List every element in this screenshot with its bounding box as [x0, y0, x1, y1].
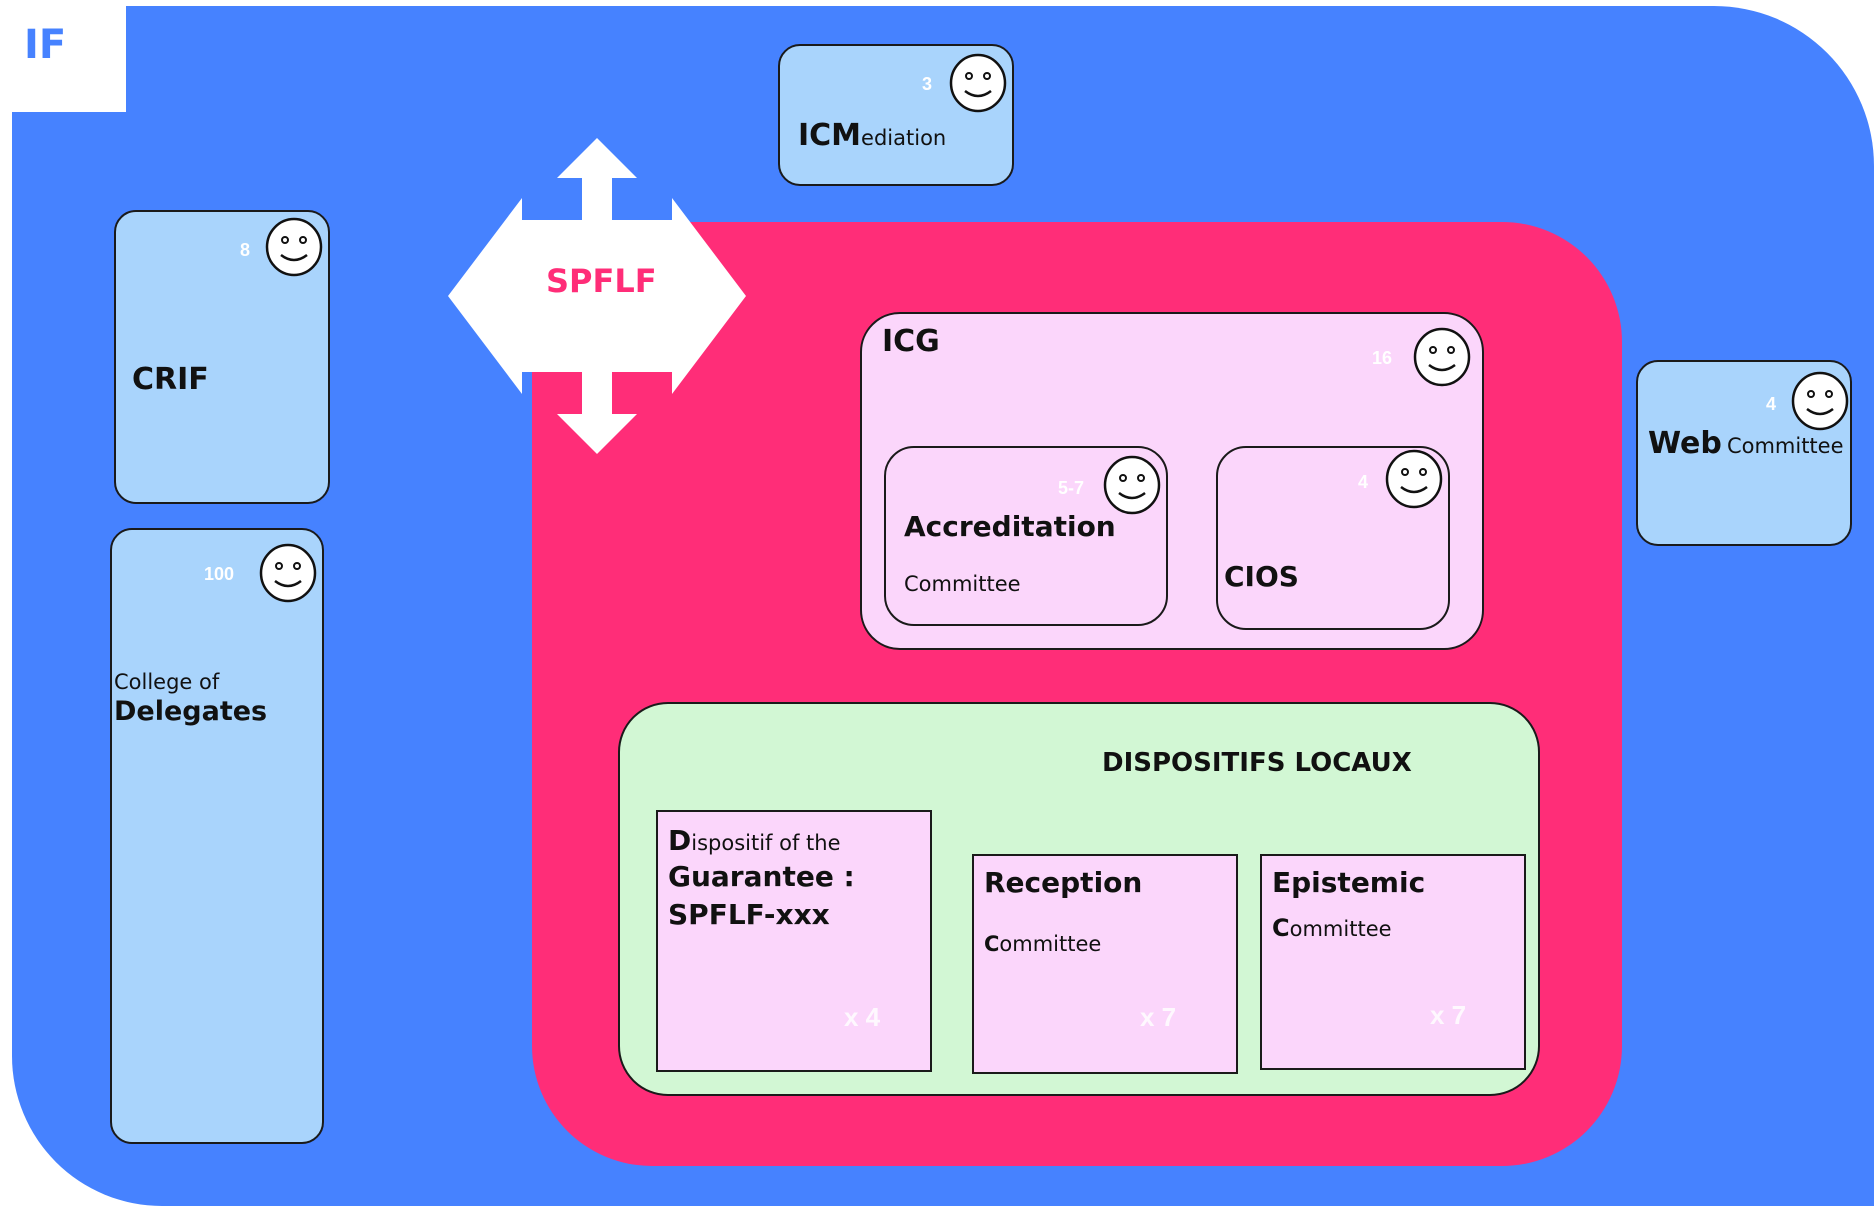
multiplier: x 7	[1140, 1002, 1177, 1032]
accreditation-subtitle: Committee	[904, 572, 1021, 596]
guarantee-line2: Guarantee :	[668, 860, 855, 893]
icg-label: ICG	[882, 324, 940, 359]
epistemic-sub-initial: C	[1272, 914, 1290, 942]
if-label-tab	[0, 0, 126, 112]
smiley-icon	[1791, 371, 1849, 431]
smiley-icon	[259, 543, 317, 603]
epistemic-sub-rest: ommittee	[1289, 917, 1392, 941]
member-count: 8	[240, 240, 251, 260]
web-label-bold: Web	[1648, 426, 1722, 461]
member-count: 5-7	[1058, 478, 1085, 498]
smiley-icon	[949, 53, 1007, 113]
epistemic-subtitle: Committee	[1272, 914, 1392, 942]
multiplier: x 7	[1430, 1000, 1467, 1030]
member-count: 4	[1766, 394, 1777, 414]
four-way-arrow-icon	[448, 138, 746, 454]
member-count: 3	[922, 74, 933, 94]
smiley-icon	[1103, 455, 1161, 515]
crif-box: 8 CRIF	[114, 210, 330, 504]
dispositifs-title: DISPOSITIFS LOCAUX	[1102, 748, 1412, 778]
member-count: 100	[204, 564, 235, 584]
icmediation-label: ICMediation	[798, 118, 946, 153]
smiley-icon	[1413, 327, 1471, 387]
college-of-delegates-box: 100 College of Delegates	[110, 528, 324, 1144]
member-count: 4	[1358, 472, 1369, 492]
reception-committee-box: Reception Committee x 7	[972, 854, 1238, 1074]
if-label: IF	[24, 22, 67, 68]
smiley-icon	[265, 217, 323, 277]
guarantee-box: Dispositif of the Guarantee : SPFLF-xxx …	[656, 810, 932, 1072]
college-label-line1: College of	[114, 670, 220, 694]
icmediation-box: 3 ICMediation	[778, 44, 1014, 186]
smiley-icon	[1385, 449, 1443, 509]
reception-sub-initial: C	[984, 932, 1000, 956]
cios-box: 4 CIOS	[1216, 446, 1450, 630]
web-label-rest: Committee	[1726, 434, 1844, 458]
spflf-label: SPFLF	[546, 262, 657, 300]
reception-subtitle: Committee	[984, 932, 1101, 956]
crif-label: CRIF	[132, 362, 209, 397]
epistemic-title: Epistemic	[1272, 866, 1426, 899]
web-committee-label: Web Committee	[1648, 426, 1844, 461]
member-count: 16	[1372, 348, 1393, 368]
multiplier: x 4	[844, 1002, 881, 1032]
guarantee-line1-rest: ispositif of the	[691, 831, 841, 855]
guarantee-initial: D	[668, 824, 692, 857]
guarantee-line1: Dispositif of the	[668, 824, 841, 857]
icmediation-label-bold: ICM	[798, 118, 862, 153]
reception-sub-rest: ommittee	[999, 932, 1102, 956]
epistemic-committee-box: Epistemic Committee x 7	[1260, 854, 1526, 1070]
college-label-line2: Delegates	[114, 696, 268, 727]
web-committee-box: 4 Web Committee	[1636, 360, 1852, 546]
accreditation-title: Accreditation	[904, 510, 1116, 543]
reception-title: Reception	[984, 866, 1143, 899]
guarantee-line3: SPFLF-xxx	[668, 898, 830, 931]
cios-label: CIOS	[1224, 560, 1299, 593]
icmediation-label-rest: ediation	[861, 126, 947, 150]
accreditation-committee-box: 5-7 Accreditation Committee	[884, 446, 1168, 626]
